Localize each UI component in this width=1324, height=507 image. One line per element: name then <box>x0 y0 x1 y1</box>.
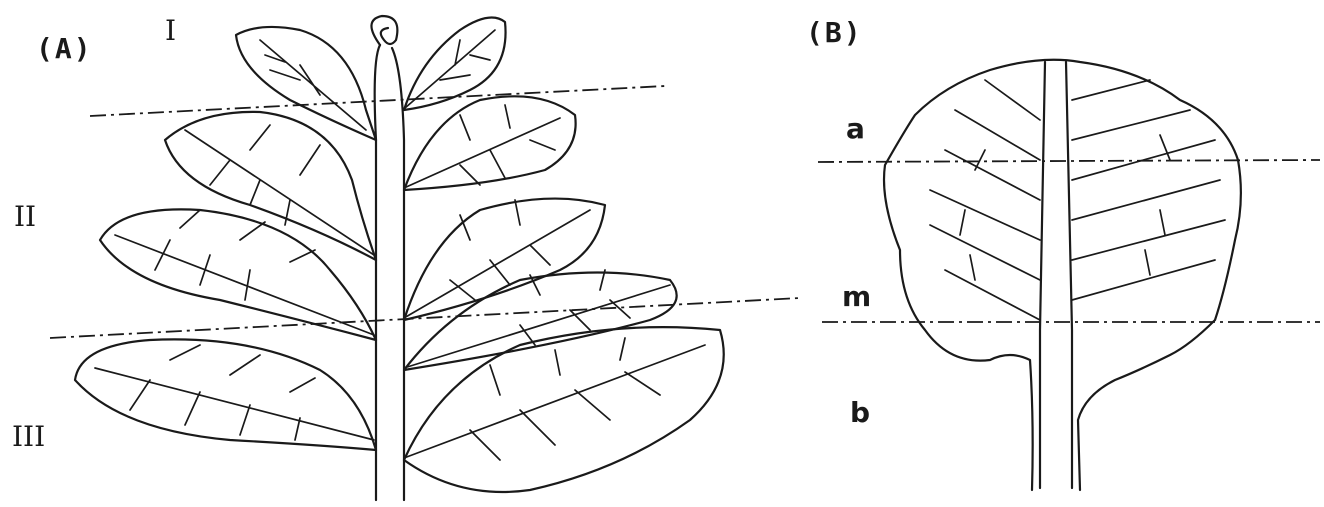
panel-b-label: (B) <box>806 16 863 49</box>
apical-bud <box>371 16 397 45</box>
zone-label-i: I <box>165 14 176 47</box>
zone-label-m: m <box>842 280 871 313</box>
leaf-top-left <box>236 27 376 140</box>
zone-label-a: a <box>846 112 865 145</box>
zone-label-b: b <box>850 396 870 429</box>
divider-a-1 <box>90 86 665 116</box>
zone-label-ii: II <box>14 200 36 233</box>
divider-a-2 <box>50 298 800 338</box>
leaf-b-outline <box>884 60 1241 490</box>
leaf-right-5 <box>404 327 724 492</box>
zone-label-iii: III <box>12 420 45 453</box>
leaf-b <box>884 60 1241 490</box>
plant-stem <box>375 45 404 500</box>
leaf-left-4 <box>75 339 376 450</box>
leaf-b-midrib <box>1040 62 1072 488</box>
panel-a-label: (A) <box>36 32 93 65</box>
